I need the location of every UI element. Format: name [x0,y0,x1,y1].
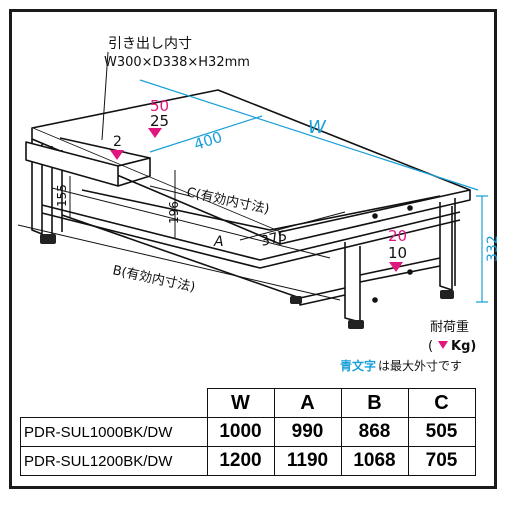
legend-title: 耐荷重 [430,319,469,335]
model-name: PDR-SUL1200BK/DW [20,446,208,476]
table-cell: 990 [273,417,342,447]
legend-unit-open: ( [428,339,433,354]
table-cell: 868 [340,417,409,447]
shelf-load-normal: 10 [388,244,407,262]
table-row: PDR-SUL1000BK/DW 1000 990 868 505 [20,417,476,447]
diagram-frame [9,9,497,489]
width-label: W [308,117,327,138]
mid-depth-label: 375 [259,228,289,250]
table-header-row: W A B C [20,388,476,418]
spec-table: W A B C PDR-SUL1000BK/DW 1000 990 868 50… [20,388,476,476]
load-arrow-icon [438,341,448,349]
table-cell: 1200 [206,446,275,476]
table-cell: 1000 [206,417,275,447]
top-load-max: 50 [150,97,169,115]
shelf-load-max: 20 [388,227,407,245]
table-cell: 505 [407,417,476,447]
legend-blue-text: 青文字 [340,358,376,373]
b-dimension-label: B(有効内寸法) [111,262,197,295]
a-dimension-label: A [213,234,224,250]
inner-height-label: 196 [167,201,181,224]
top-load-normal: 25 [150,112,169,130]
model-name: PDR-SUL1000BK/DW [20,417,208,447]
table-cell: 1190 [273,446,342,476]
legend-note: は最大外寸です [378,359,462,373]
legend-unit: Kg) [451,339,476,354]
table-header: B [340,388,409,418]
table-header: A [273,388,342,418]
table-corner [20,388,208,418]
table-cell: 705 [407,446,476,476]
table-header: W [206,388,275,418]
drawer-callout-line1: 引き出し内寸 [108,36,192,52]
drawer-callout-line2: W300×D338×H32mm [104,55,250,70]
left-height-label: 155 [55,184,69,207]
table-row: PDR-SUL1200BK/DW 1200 1190 1068 705 [20,446,476,476]
drawer-load: 2 [113,134,122,150]
overall-height-label: 332 [485,235,501,262]
table-header: C [407,388,476,418]
table-cell: 1068 [340,446,409,476]
